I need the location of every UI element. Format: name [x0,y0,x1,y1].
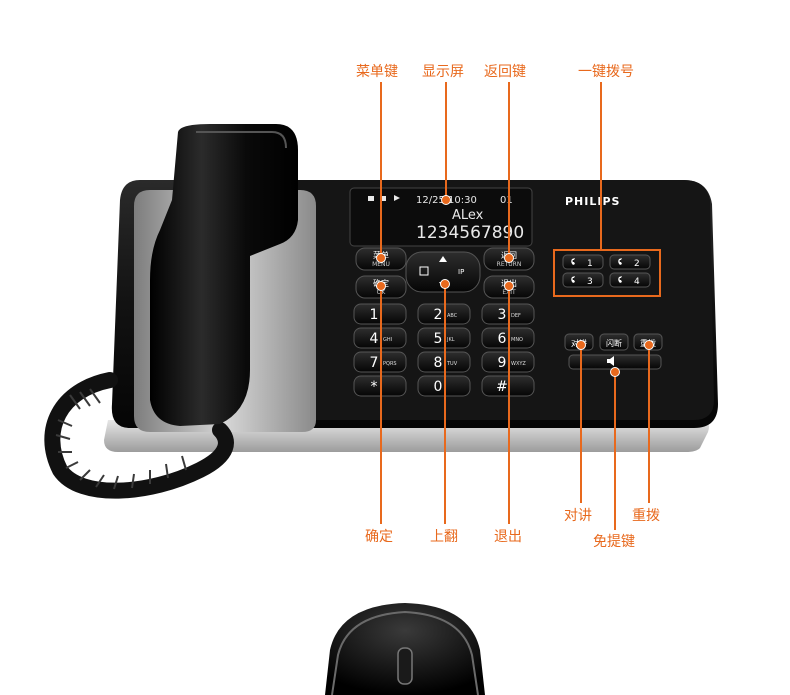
keypad-letters: JKL [446,337,455,343]
label-intercom: 对讲 [564,508,592,524]
speed-dial-number: 1 [587,259,593,269]
lcd-number: 1234567890 [416,223,524,243]
speed-dial-number: 3 [587,277,593,287]
keypad-letters: MNO [511,337,523,343]
svg-text:MENU: MENU [372,261,390,268]
leader-handsfree [614,370,616,530]
keypad-letters: DEF [511,313,521,319]
keypad-digit: 0 [434,379,443,395]
phone-handset-icon [571,258,575,265]
flash-key[interactable]: 闪断 [599,333,629,351]
leader-exit [508,286,510,524]
lcd-display [349,187,533,247]
label-exit: 退出 [494,529,522,545]
leader-intercom [580,345,582,503]
speed-dial-number: 4 [634,277,640,287]
phone-handset-icon [618,258,622,265]
keypad-digit: 1 [370,307,379,323]
keypad-digit: 3 [498,307,507,323]
ip-label: IP [458,268,464,276]
leader-speeddial-top [600,100,601,102]
label-page-up: 上翻 [430,529,458,545]
keypad-digit: 7 [370,355,379,371]
dot-menu [376,253,386,263]
keypad-digit: 6 [498,331,507,347]
keypad-letters: PQRS [383,361,397,367]
keypad-digit: 2 [434,307,443,323]
brand-logo: PHILIPS [565,195,620,208]
dot-display [441,195,451,205]
speaker-icon [607,356,614,366]
label-redial: 重拨 [632,508,660,524]
svg-text:闪断: 闪断 [606,338,622,348]
speed-dial-highlight [553,249,661,297]
dot-ok [376,281,386,291]
handset [150,124,298,426]
keypad-digit: * [371,379,378,395]
label-ok: 确定 [365,529,393,545]
keypad-digit: 8 [434,355,443,371]
nav-up-arrow-icon[interactable] [439,256,447,262]
dot-intercom [576,340,586,350]
speed-dial-key-4[interactable]: 4 [609,272,651,288]
label-display: 显示屏 [422,64,464,80]
phonebook-icon[interactable] [419,266,429,276]
keypad-letters: WXYZ [511,361,526,367]
dot-redial [644,340,654,350]
keypad-digit: # [496,379,508,395]
speed-dial-number: 2 [634,259,640,269]
leader-display [445,82,447,200]
coiled-cord [44,372,234,499]
phone-handset-icon [571,276,575,283]
dot-handsfree [610,367,620,377]
mouse-device [325,603,485,695]
lcd-name: ALex [452,208,484,223]
dot-exit [504,281,514,291]
keypad-letters: ABC [447,313,458,319]
speed-dial-key-3[interactable]: 3 [562,272,604,288]
keypad-digit: 9 [498,355,507,371]
leader-ok [380,286,382,524]
dot-page-up [440,279,450,289]
leader-redial [648,345,650,503]
speed-dial-key-1[interactable]: 1 [562,254,604,270]
lcd-line-indicator: 01 [500,195,513,206]
keypad-digit: 5 [434,331,443,347]
keypad-digit: 4 [370,331,379,347]
label-menu-key: 菜单键 [356,64,398,80]
leader-speeddial-left [600,82,602,249]
keypad-letters: GHI [383,337,392,343]
navigation-pad[interactable]: IP [405,251,481,293]
leader-return [508,82,510,258]
leader-page-up [444,284,446,524]
label-return-key: 返回键 [484,64,526,80]
leader-menu [380,82,382,258]
dot-return [504,253,514,263]
label-handsfree-key: 免提键 [593,534,635,550]
svg-text:RETURN: RETURN [497,261,522,268]
lcd-status-icons [368,195,400,201]
keypad-letters: TUV [446,361,458,367]
label-one-touch-dial: 一键拨号 [578,64,634,80]
speed-dial-key-2[interactable]: 2 [609,254,651,270]
phone-handset-icon [618,276,622,283]
speed-dial-keys: 1 2 3 4 [562,254,651,288]
